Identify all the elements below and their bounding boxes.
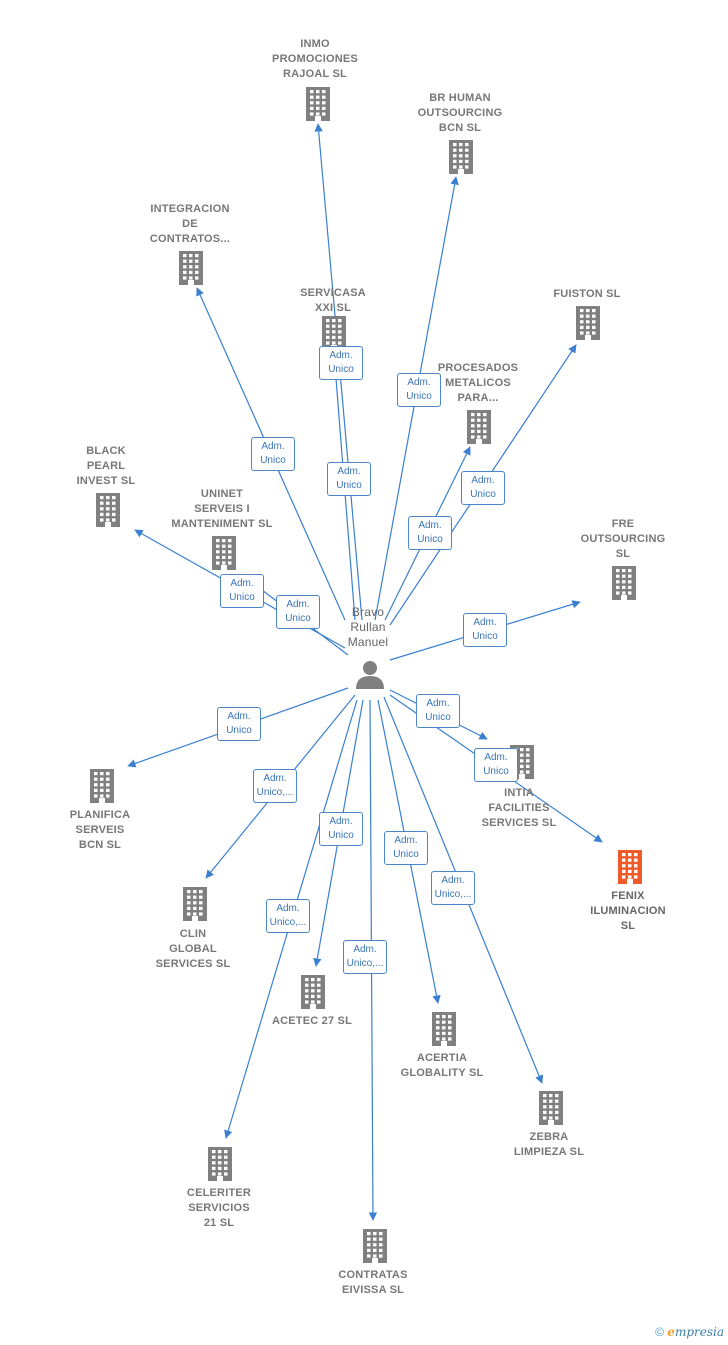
- building-icon-fuiston[interactable]: [576, 306, 600, 340]
- edge-label-celeriter[interactable]: Adm. Unico,...: [266, 899, 310, 933]
- company-label-servicasa[interactable]: SERVICASA XXI SL: [300, 287, 366, 314]
- edge-label-procesados[interactable]: Adm. Unico: [408, 516, 452, 550]
- company-label-celeriter[interactable]: CELERITER SERVICIOS 21 SL: [186, 1187, 252, 1229]
- building-icon-servicasa[interactable]: [322, 316, 346, 350]
- building-icon-contratas[interactable]: [363, 1229, 387, 1263]
- building-icon-celeriter[interactable]: [208, 1147, 232, 1181]
- company-label-procesados[interactable]: PROCESADOS METALICOS PARA...: [437, 362, 519, 404]
- building-icon-fre[interactable]: [612, 566, 636, 600]
- edge-label-uninet[interactable]: Adm. Unico: [276, 595, 320, 629]
- company-label-fre[interactable]: FRE OUTSOURCING SL: [580, 518, 666, 560]
- company-label-brhuman[interactable]: BR HUMAN OUTSOURCING BCN SL: [417, 92, 503, 134]
- edge-label-clin[interactable]: Adm. Unico,...: [253, 769, 297, 803]
- edge-label-fre[interactable]: Adm. Unico: [463, 613, 507, 647]
- footer: © empresia: [655, 1325, 724, 1339]
- copyright-mark: ©: [655, 1325, 664, 1339]
- edge-label-fuiston[interactable]: Adm. Unico: [461, 471, 505, 505]
- edge-label-inmo[interactable]: Adm. Unico: [319, 346, 363, 380]
- building-icon-clin[interactable]: [183, 887, 207, 921]
- edge-label-brhuman[interactable]: Adm. Unico: [397, 373, 441, 407]
- company-label-fuiston[interactable]: FUISTON SL: [553, 288, 621, 300]
- company-label-acetec[interactable]: ACETEC 27 SL: [271, 1015, 353, 1027]
- company-label-clin[interactable]: CLIN GLOBAL SERVICES SL: [155, 928, 231, 970]
- building-icon-brhuman[interactable]: [449, 140, 473, 174]
- edge-label-intia[interactable]: Adm. Unico: [416, 694, 460, 728]
- edge-label-acertia[interactable]: Adm. Unico: [384, 831, 428, 865]
- empresia-logo-text: mpresia: [674, 1325, 724, 1339]
- edge-label-zebra[interactable]: Adm. Unico,...: [431, 871, 475, 905]
- edge-label-integracion[interactable]: Adm. Unico: [251, 437, 295, 471]
- building-icon-inmo[interactable]: [306, 87, 330, 121]
- edge-label-fenix[interactable]: Adm. Unico: [474, 748, 518, 782]
- company-label-uninet[interactable]: UNINET SERVEIS I MANTENIMENT SL: [171, 488, 273, 530]
- company-label-blackpearl[interactable]: BLACK PEARL INVEST SL: [76, 445, 136, 487]
- company-label-planifica[interactable]: PLANIFICA SERVEIS BCN SL: [69, 809, 131, 851]
- building-icon-zebra[interactable]: [539, 1091, 563, 1125]
- edge-label-servicasa[interactable]: Adm. Unico: [327, 462, 371, 496]
- company-label-acertia[interactable]: ACERTIA GLOBALITY SL: [400, 1052, 484, 1079]
- person-icon[interactable]: [356, 661, 384, 689]
- building-icon-integracion[interactable]: [179, 251, 203, 285]
- empresia-logo-icon[interactable]: e: [667, 1325, 675, 1339]
- company-label-intia[interactable]: INTIA FACILITIES SERVICES SL: [481, 787, 557, 829]
- edge-label-acetec[interactable]: Adm. Unico: [319, 812, 363, 846]
- building-icon-uninet[interactable]: [212, 536, 236, 570]
- building-icon-acetec[interactable]: [301, 975, 325, 1009]
- company-label-zebra[interactable]: ZEBRA LIMPIEZA SL: [513, 1131, 585, 1158]
- company-label-contratas[interactable]: CONTRATAS EIVISSA SL: [338, 1269, 408, 1296]
- edge-label-planifica[interactable]: Adm. Unico: [217, 707, 261, 741]
- building-icon-acertia[interactable]: [432, 1012, 456, 1046]
- company-label-fenix[interactable]: FENIX ILUMINACION SL: [590, 890, 666, 932]
- building-icon-blackpearl[interactable]: [96, 493, 120, 527]
- building-icon-fenix[interactable]: [618, 850, 642, 884]
- building-icon-planifica[interactable]: [90, 769, 114, 803]
- company-label-inmo[interactable]: INMO PROMOCIONES RAJOAL SL: [272, 38, 358, 80]
- edge-label-blackpearl[interactable]: Adm. Unico: [220, 574, 264, 608]
- person-name-label[interactable]: Bravo Rullan Manuel: [347, 605, 389, 649]
- edge-label-contratas[interactable]: Adm. Unico,...: [343, 940, 387, 974]
- company-label-integracion[interactable]: INTEGRACION DE CONTRATOS...: [149, 203, 231, 245]
- building-icon-procesados[interactable]: [467, 410, 491, 444]
